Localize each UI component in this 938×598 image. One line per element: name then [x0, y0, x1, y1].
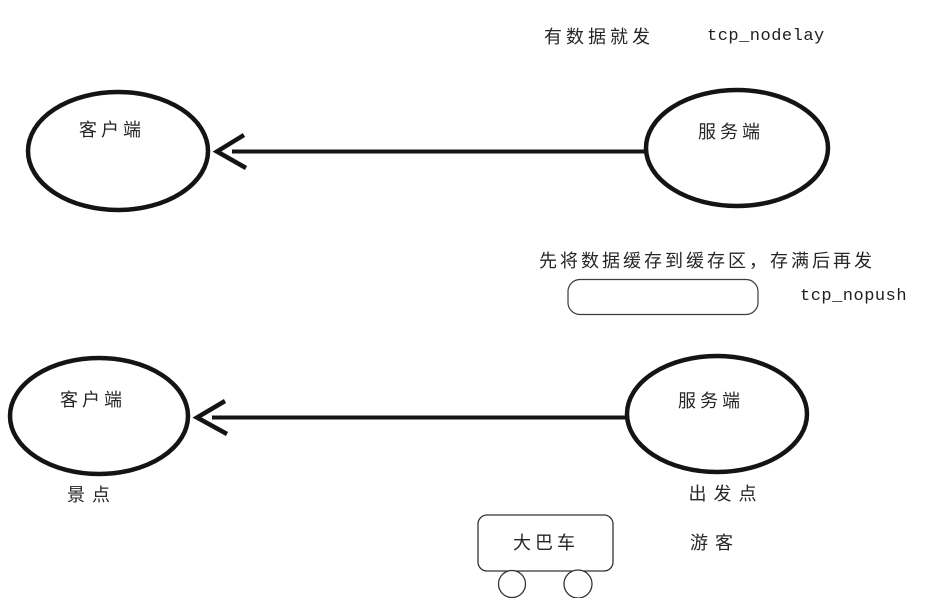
- tcp-nopush-label: tcp_nopush: [800, 287, 908, 306]
- buffer-box: [567, 278, 759, 316]
- bus-wheel-left-icon: [497, 569, 527, 598]
- bus-wheel-right-icon: [563, 569, 593, 598]
- client-ellipse-nopush: [7, 355, 191, 477]
- client-label-nodelay: 客户端: [79, 120, 145, 140]
- bus-label: 大巴车: [513, 533, 579, 553]
- client-note-scenic-spot: 景点: [67, 485, 117, 505]
- arrowhead-left-icon: [192, 399, 229, 436]
- bus-note-tourists: 游客: [690, 533, 740, 553]
- arrowhead-left-icon: [212, 133, 248, 170]
- server-ellipse-nopush: [624, 353, 810, 475]
- server-note-departure-point: 出发点: [688, 484, 764, 504]
- tcp-nodelay-label: tcp_nodelay: [707, 27, 825, 46]
- server-ellipse-nodelay: [643, 87, 831, 209]
- client-ellipse-nodelay: [25, 89, 211, 213]
- nopush-caption: 先将数据缓存到缓存区，存满后再发: [539, 251, 875, 271]
- server-label-nopush: 服务端: [678, 391, 744, 411]
- bus-body-shape: [477, 514, 614, 572]
- client-label-nopush: 客户端: [60, 390, 126, 410]
- nodelay-caption: 有数据就发: [544, 27, 654, 47]
- server-label-nodelay: 服务端: [698, 122, 764, 142]
